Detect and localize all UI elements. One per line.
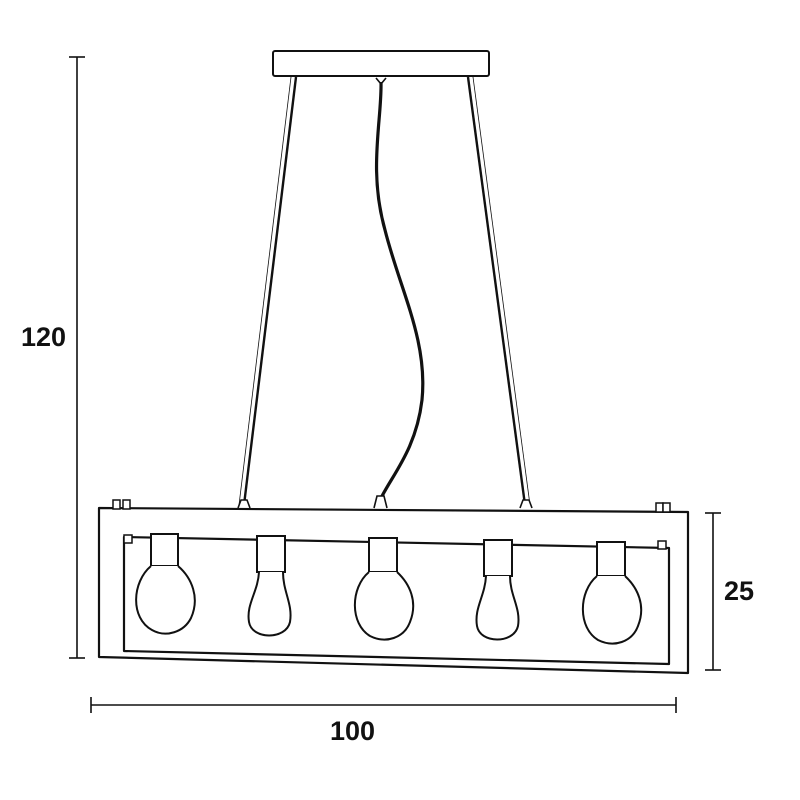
wire-right	[466, 76, 527, 506]
bulb-teardrop-4	[475, 539, 520, 641]
suspension-wires	[238, 76, 531, 506]
bulb-globe-5	[581, 541, 643, 645]
dimension-lines	[69, 56, 721, 713]
frame-height-dimension-label: 25	[724, 576, 755, 606]
power-cable	[374, 77, 425, 501]
width-dimension-label: 100	[330, 716, 376, 746]
bulb-teardrop-2	[247, 535, 292, 637]
wire-left	[242, 76, 298, 506]
wire-left-inner	[238, 76, 292, 506]
frame-outer	[97, 506, 690, 675]
bulb-globe-3	[353, 537, 415, 641]
ceiling-canopy	[272, 50, 490, 77]
bulbs	[135, 533, 643, 645]
wire-right-inner	[472, 76, 531, 506]
height-dimension-label: 120	[21, 322, 67, 352]
wire-attachments	[237, 495, 533, 509]
frame-clips	[112, 499, 671, 550]
bulb-globe-1	[135, 533, 196, 635]
